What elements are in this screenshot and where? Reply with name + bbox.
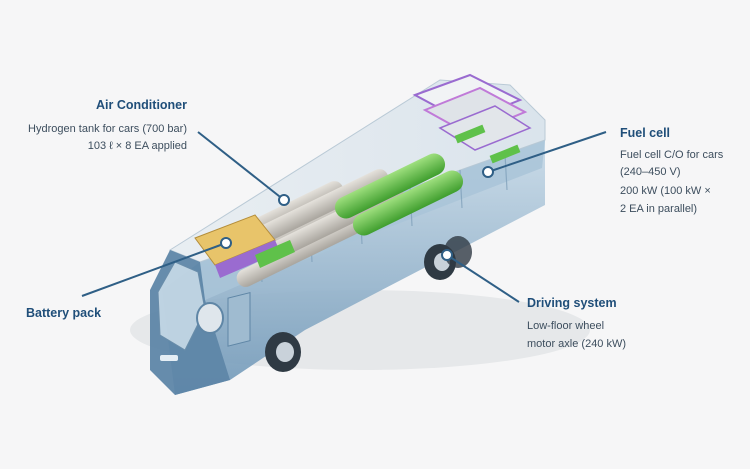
fuel-cell-line-1: Fuel cell C/O for cars: [620, 149, 724, 161]
fuel-cell-cylinders: [334, 153, 464, 236]
battery-pack-title: Battery pack: [26, 306, 102, 320]
fuel-cell-line-2: (240–450 V): [620, 166, 681, 178]
battery-pack-leader: [81, 242, 227, 297]
driving-system-line-1: Low-floor wheel: [527, 320, 605, 332]
fuel-cell-marker: [482, 166, 494, 178]
callout-markers: [220, 166, 494, 261]
driving-system-line-2: motor axle (240 kW): [527, 338, 627, 350]
headlight: [160, 355, 178, 361]
driving-system-title: Driving system: [527, 296, 617, 310]
driving-system-leader: [446, 254, 520, 303]
front-door: [227, 292, 251, 347]
roof-equipment: [194, 73, 532, 287]
fuel-cell-line-4: 2 EA in parallel): [620, 203, 698, 215]
air-conditioner-title: Air Conditioner: [96, 98, 187, 112]
driving-system-marker: [441, 249, 453, 261]
rear-wheel-2: [444, 236, 472, 268]
air-conditioner-leader: [197, 131, 285, 201]
air-conditioner-marker: [278, 194, 290, 206]
callout-lines: [81, 131, 607, 303]
air-conditioner-line-2: 103 ℓ × 8 EA applied: [87, 140, 187, 152]
air-conditioner-line-1: Hydrogen tank for cars (700 bar): [28, 123, 187, 135]
battery-pack-marker: [220, 237, 232, 249]
fuel-cell-leader: [487, 131, 607, 173]
wheels: [196, 236, 472, 372]
fuel-cell-title: Fuel cell: [620, 126, 671, 140]
fuel-cell-stacks: [412, 73, 532, 164]
inner-front-wheel: [196, 302, 224, 334]
battery-modules: [194, 214, 295, 278]
fuel-cell-line-3: 200 kW (100 kW ×: [620, 185, 711, 197]
